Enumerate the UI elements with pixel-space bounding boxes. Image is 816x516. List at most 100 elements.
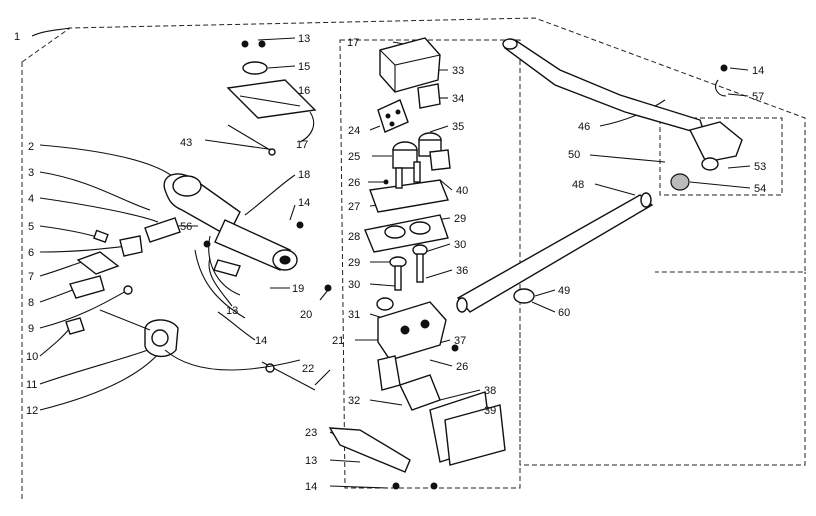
- callout-43: 43: [180, 137, 192, 149]
- screw-14: [720, 64, 728, 72]
- callout-39: 39: [484, 405, 496, 417]
- clip-10: [65, 317, 85, 335]
- callout-14-mid: 14: [255, 335, 267, 347]
- clip-49: [513, 288, 535, 304]
- callout-22: 22: [302, 363, 314, 375]
- callout-57: 57: [752, 91, 764, 103]
- plate-23: [328, 427, 411, 473]
- bracket-7: [76, 251, 120, 275]
- bracket-3: [144, 217, 181, 243]
- burner-tube-18: [214, 219, 291, 271]
- callout-5: 5: [28, 221, 34, 233]
- callout-34: 34: [452, 93, 464, 105]
- callout-3: 3: [28, 167, 34, 179]
- callout-21: 21: [332, 335, 344, 347]
- callout-19: 19: [292, 283, 304, 295]
- leader-lines: [31, 27, 751, 489]
- tube-48: [456, 194, 654, 313]
- screw-5: [93, 229, 109, 244]
- callout-14-bottom: 14: [305, 481, 317, 493]
- screw-20: [324, 284, 332, 292]
- body-21: [377, 301, 447, 361]
- callout-48: 48: [572, 179, 584, 191]
- callout-60: 60: [558, 307, 570, 319]
- callout-36: 36: [456, 265, 468, 277]
- callout-54: 54: [754, 183, 766, 195]
- callout-17-left: 17: [296, 139, 308, 151]
- callout-9: 9: [28, 323, 34, 335]
- callout-labels: 1 2 3 4 5 6 7 8 9 10 11 12 13 15 16 17 4…: [14, 31, 766, 493]
- plate-27: [369, 179, 449, 213]
- screw-14: [296, 221, 304, 229]
- wire-22: [265, 363, 275, 373]
- callout-27: 27: [348, 201, 360, 213]
- bracket-32: [399, 374, 441, 411]
- callout-6: 6: [28, 247, 34, 259]
- bracket-8: [69, 275, 105, 299]
- callout-56: 56: [180, 221, 192, 233]
- top-bracket-assembly: [226, 40, 317, 156]
- callout-40: 40: [456, 185, 468, 197]
- callout-29-right: 29: [454, 213, 466, 225]
- bracket-16: [226, 79, 317, 119]
- callout-32: 32: [348, 395, 360, 407]
- valve-assembly: [328, 37, 506, 490]
- callout-13-bottom: 13: [305, 455, 317, 467]
- callout-46: 46: [578, 121, 590, 133]
- callout-30-left: 30: [348, 279, 360, 291]
- callout-4: 4: [28, 193, 34, 205]
- pipe-assembly: [456, 38, 743, 313]
- callout-16: 16: [298, 85, 310, 97]
- callout-38: 38: [484, 385, 496, 397]
- callout-11: 11: [26, 379, 37, 391]
- callout-15: 15: [298, 61, 310, 73]
- callout-24: 24: [348, 125, 360, 137]
- callout-28: 28: [348, 231, 360, 243]
- block-40: [429, 149, 451, 171]
- pipe-46: [503, 39, 707, 137]
- spreader-15: [242, 61, 268, 75]
- callout-18: 18: [298, 169, 310, 181]
- washer-31: [376, 297, 394, 311]
- fitting-50: [688, 121, 743, 163]
- nut-54: [670, 173, 690, 191]
- nut-9: [123, 285, 133, 295]
- callout-17-center: 17: [347, 37, 359, 49]
- callout-31: 31: [348, 309, 360, 321]
- callout-2: 2: [28, 141, 34, 153]
- nut-53: [701, 157, 719, 171]
- plate-24: [377, 99, 409, 133]
- callout-8: 8: [28, 297, 34, 309]
- callout-7: 7: [28, 271, 34, 283]
- callout-13-mid: 13: [226, 305, 238, 317]
- clip-34: [417, 83, 441, 109]
- callout-14-upper: 14: [298, 197, 310, 209]
- callout-1: 1: [14, 31, 20, 43]
- callout-13-top: 13: [298, 33, 310, 45]
- clip-6: [119, 235, 143, 257]
- callout-50: 50: [568, 149, 580, 161]
- callout-14-right: 14: [752, 65, 764, 77]
- callout-53: 53: [754, 161, 766, 173]
- callout-10: 10: [26, 351, 38, 363]
- callout-26-upper: 26: [348, 177, 360, 189]
- group-outlines: [21, 17, 806, 500]
- block-33: [379, 37, 441, 93]
- screw-37: [451, 344, 459, 352]
- screw-13: [241, 40, 249, 48]
- callout-20: 20: [300, 309, 312, 321]
- callout-26-lower: 26: [456, 361, 468, 373]
- box-39: [444, 404, 506, 466]
- callout-37: 37: [454, 335, 466, 347]
- clip-19: [213, 259, 241, 277]
- callout-33: 33: [452, 65, 464, 77]
- callout-30-right: 30: [454, 239, 466, 251]
- callout-29-left: 29: [348, 257, 360, 269]
- callout-35: 35: [452, 121, 464, 133]
- callout-25: 25: [348, 151, 360, 163]
- gasket-28: [364, 214, 449, 253]
- callout-23: 23: [305, 427, 317, 439]
- rod-43: [227, 124, 271, 151]
